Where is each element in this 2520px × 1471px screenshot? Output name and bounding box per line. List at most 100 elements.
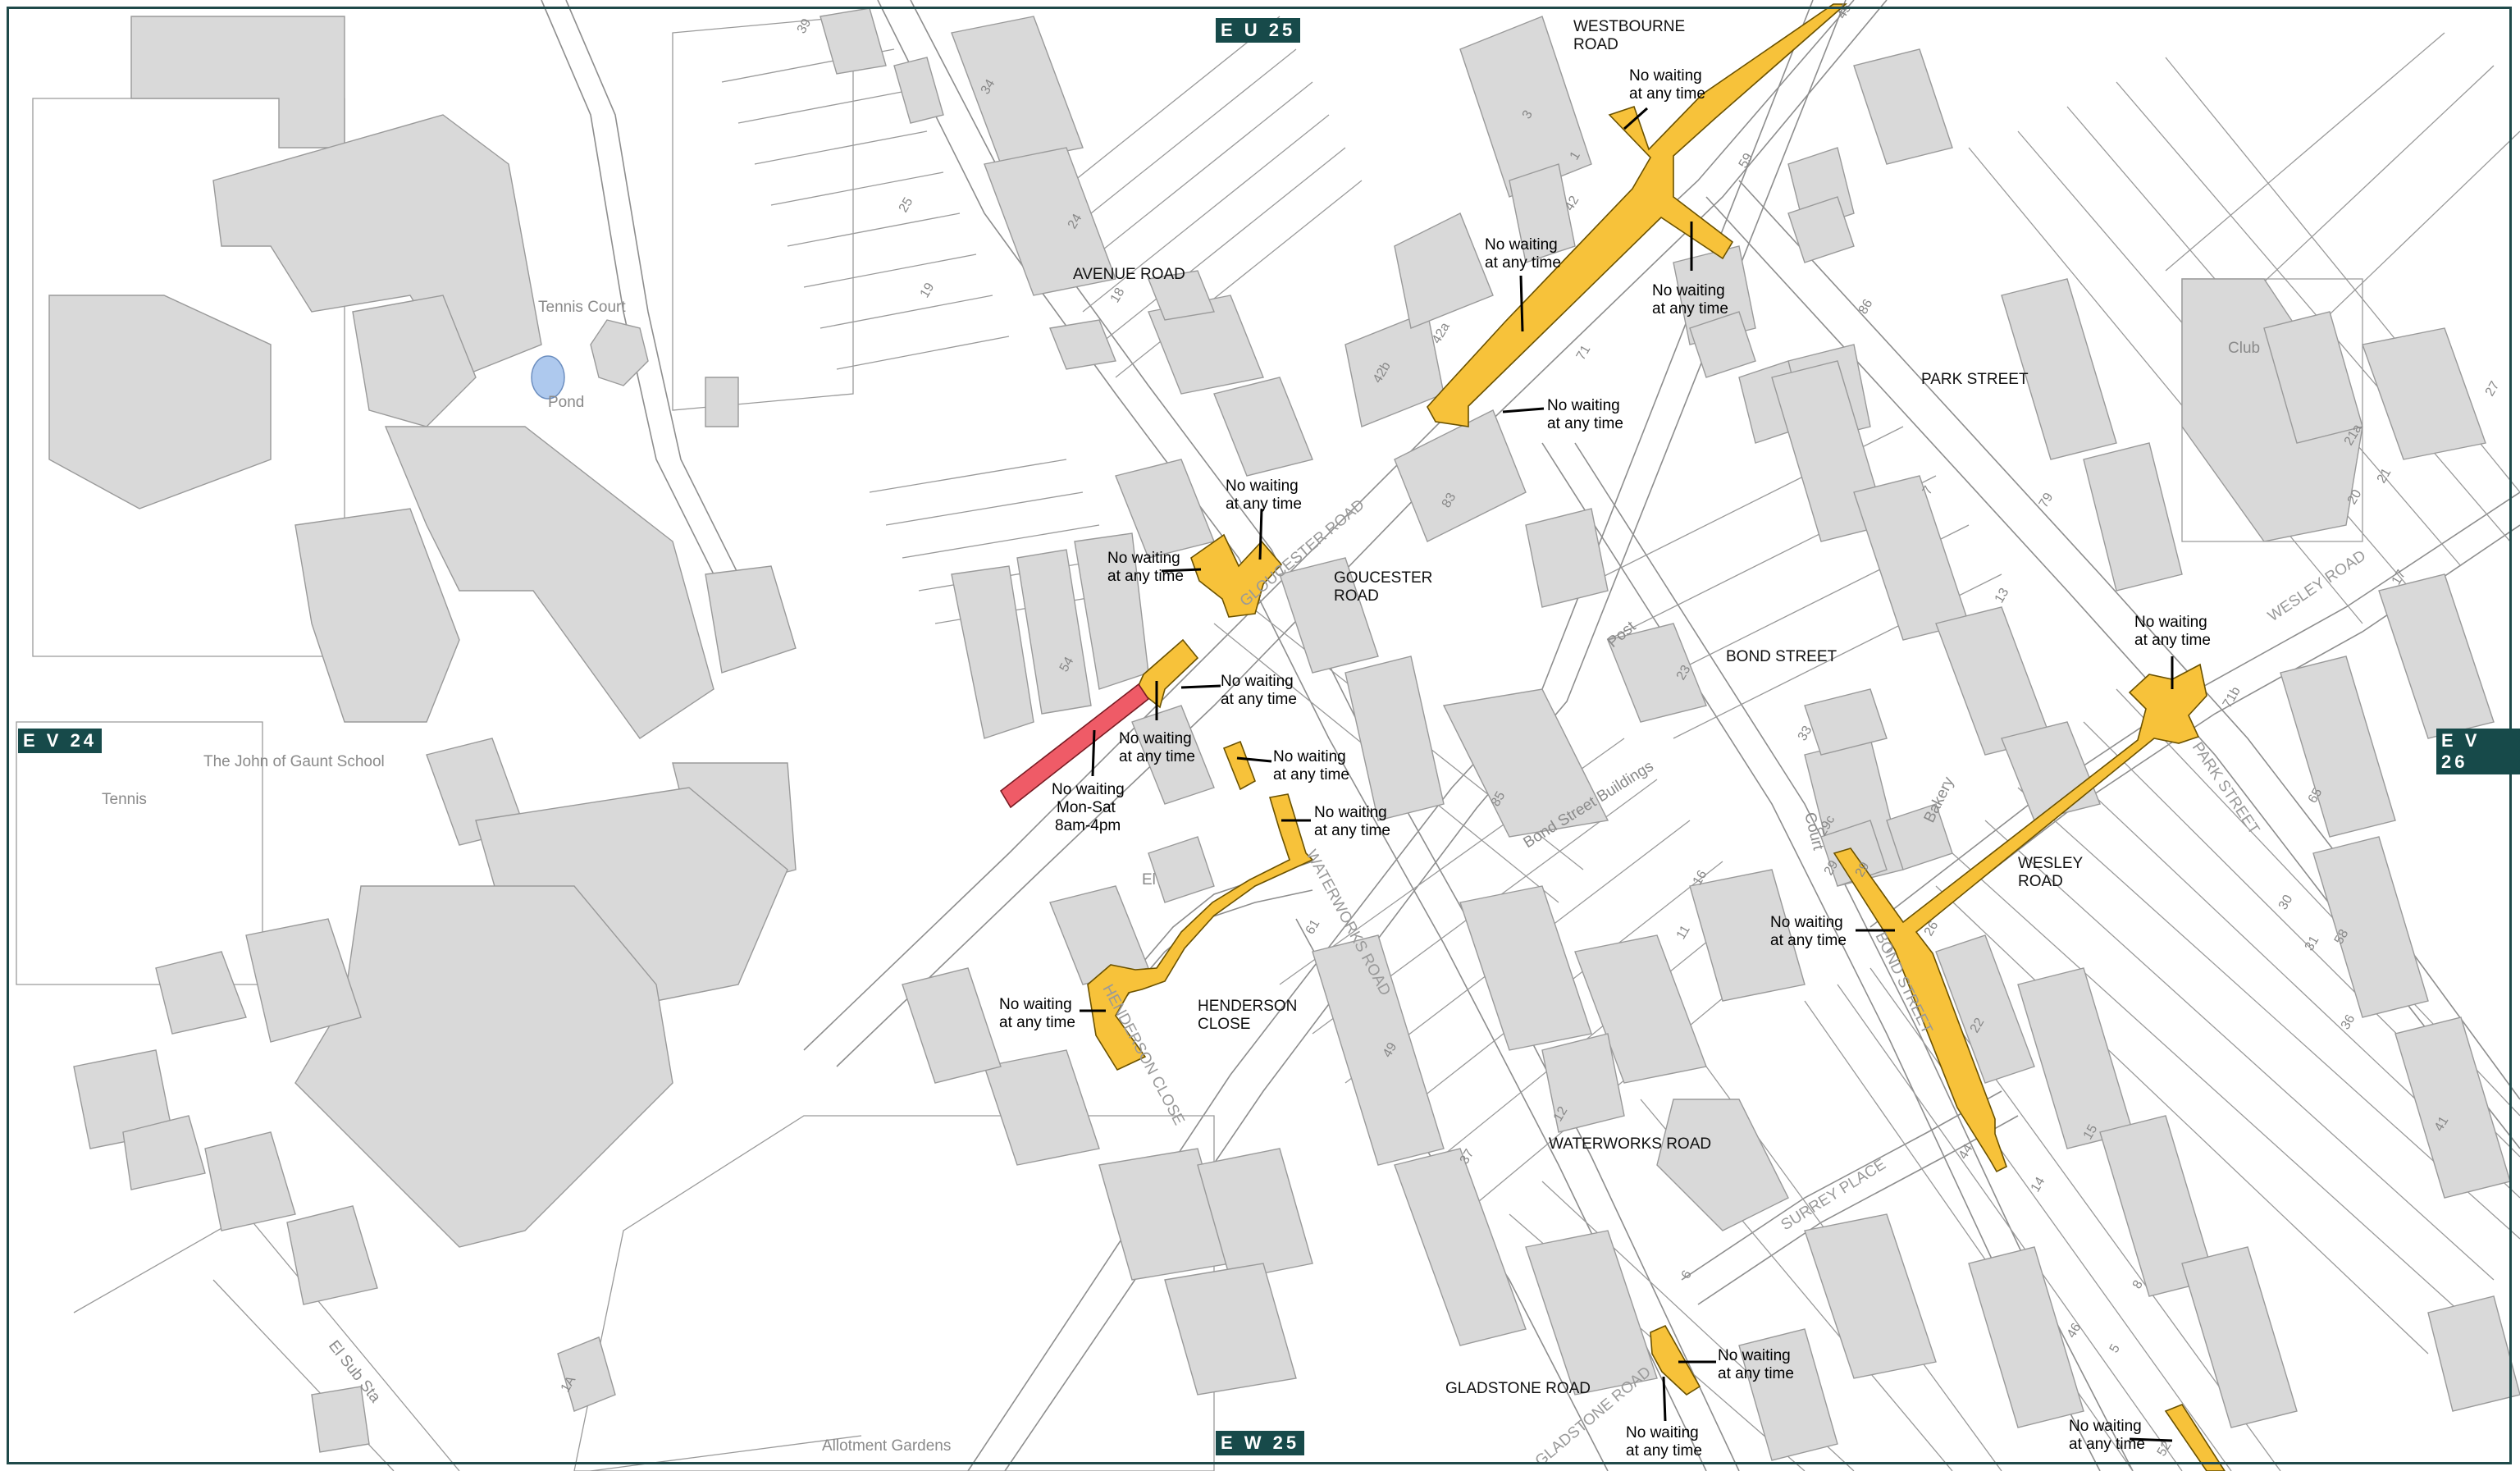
restriction-gladstone-junction <box>1650 1324 1701 1396</box>
house-number: 41 <box>2432 1114 2452 1134</box>
house-number: 71b <box>2221 684 2244 710</box>
house-number: 12 <box>1551 1104 1571 1124</box>
house-number: 85 <box>1489 789 1509 809</box>
house-number: 79 <box>2037 491 2057 510</box>
label-bond-street: BOND STREET <box>1726 648 1838 665</box>
house-number: 14 <box>2029 1175 2048 1195</box>
house-number: 26 <box>1922 919 1942 939</box>
house-number: 22 <box>1968 1016 1988 1035</box>
house-number: 21 <box>2375 466 2394 486</box>
house-number: 5 <box>2107 1342 2123 1355</box>
house-number: 42 <box>1563 194 1582 213</box>
house-number: 23 <box>1674 663 1694 683</box>
restriction-avenue-junction <box>1190 533 1283 618</box>
house-number: 61 <box>1303 917 1323 937</box>
house-number: 30 <box>2276 893 2296 912</box>
restriction-henderson-close <box>1087 793 1314 1071</box>
house-number: 6 <box>1679 1268 1695 1281</box>
label-waterworks-road: WATERWORKS ROAD <box>1549 1135 1711 1153</box>
house-number: 33 <box>1796 724 1815 743</box>
house-number: 46 <box>2065 1321 2084 1341</box>
house-number: 71 <box>1574 343 1594 363</box>
label-tennis: Tennis <box>102 791 147 808</box>
house-number: 15 <box>2081 1122 2101 1142</box>
restriction-bond-street <box>1833 663 2207 1173</box>
house-number: 65 <box>2306 786 2326 806</box>
label-el: El <box>1142 871 1156 889</box>
house-number: 37 <box>1458 1147 1477 1167</box>
label-park-street: PARK STREET <box>1921 371 2029 388</box>
house-number: 29 <box>1853 860 1873 879</box>
label-school: The John of Gaunt School <box>203 753 385 770</box>
house-number: 19 <box>918 281 938 300</box>
house-number: 13 <box>1993 586 2012 605</box>
house-number: 27 <box>2483 379 2503 399</box>
label-bakery: Bakery <box>1921 774 1958 825</box>
house-number: 49 <box>1381 1040 1400 1060</box>
house-number: 18 <box>1108 286 1128 305</box>
house-number: 83 <box>1440 491 1459 510</box>
house-number: 36 <box>2339 1012 2358 1032</box>
house-number: 8 <box>2130 1278 2146 1291</box>
grid-ref-bottom: E W 25 <box>1216 1431 1305 1455</box>
house-number: 52 <box>2155 1439 2175 1459</box>
buildings <box>48 7 2520 1461</box>
house-number: 44 <box>1956 1142 1976 1162</box>
label-pond: Pond <box>548 394 584 411</box>
house-number: 59 <box>1737 151 1756 171</box>
restriction-waterworks-short <box>1222 740 1256 791</box>
label-club: Club <box>2228 340 2260 357</box>
label-wesley-road-rot: WESLEY ROAD <box>2265 547 2369 625</box>
house-number: 45 <box>1835 2 1855 21</box>
pond-shape <box>531 355 565 400</box>
house-number: 29 <box>1822 858 1842 878</box>
house-number: 17 <box>2390 568 2409 587</box>
grid-ref-top: E U 25 <box>1216 18 1301 43</box>
label-avenue-road: AVENUE ROAD <box>1073 266 1185 283</box>
grid-ref-right: E V 26 <box>2436 729 2520 774</box>
leader-lines <box>1080 107 2174 1442</box>
house-number: 16 <box>1691 868 1710 888</box>
house-number: 11 <box>1674 923 1693 942</box>
label-allotment: Allotment Gardens <box>822 1437 951 1455</box>
grid-ref-left: E V 24 <box>18 729 103 753</box>
house-number: 34 <box>979 77 998 97</box>
house-number: 86 <box>1856 297 1876 317</box>
house-number: 39 <box>795 16 815 36</box>
restriction-westbourne-junction <box>1427 3 1848 427</box>
house-number: 54 <box>1057 655 1077 674</box>
house-number: 31 <box>2303 934 2322 953</box>
yellow-line-restrictions <box>1087 3 2226 1471</box>
label-park-street-rot: PARK STREET <box>2189 739 2263 838</box>
label-gladstone-road: GLADSTONE ROAD <box>1445 1380 1591 1397</box>
house-number: 25 <box>897 195 916 215</box>
restriction-park-street-bottom <box>2164 1404 2226 1471</box>
house-number: 24 <box>1066 212 1085 231</box>
label-tennis-court: Tennis Court <box>538 299 626 316</box>
house-number: 20 <box>2345 487 2365 507</box>
